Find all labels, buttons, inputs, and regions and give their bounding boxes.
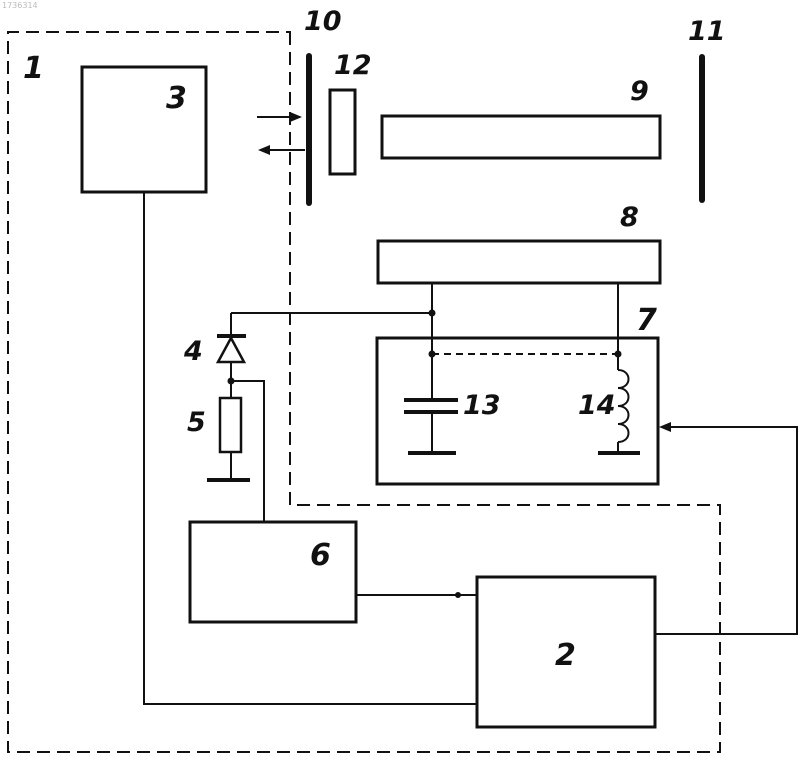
capacitor-13 [404, 354, 458, 453]
label-inductor-14: 14 [578, 390, 616, 421]
label-resistor-5: 5 [187, 407, 206, 438]
junction-dot [429, 310, 436, 317]
block-6 [190, 522, 356, 622]
label-element-12: 12 [334, 50, 372, 81]
label-bar-8: 8 [620, 202, 639, 233]
label-block-2: 2 [555, 638, 576, 673]
label-capacitor-13: 13 [463, 390, 501, 421]
arrow-left-icon [258, 145, 305, 155]
junction-dot [429, 351, 436, 358]
resistor-5 [207, 381, 250, 480]
label-unit-1: 1 [23, 51, 44, 86]
label-plate-10: 10 [304, 6, 342, 37]
wire-block3-to-block2 [144, 192, 477, 704]
label-plate-11: 11 [688, 16, 726, 47]
block-3 [82, 67, 206, 192]
arrow-right-icon [257, 112, 302, 122]
label-bar-9: 9 [630, 76, 649, 107]
element-12 [330, 90, 355, 174]
label-diode-4: 4 [183, 336, 203, 367]
label-block-3: 3 [166, 81, 187, 116]
diode-4 [217, 336, 246, 381]
arrow-left-icon [659, 422, 671, 432]
bar-9 [382, 116, 660, 158]
junction-dot [455, 592, 461, 598]
label-node-7: 7 [636, 303, 657, 338]
junction-dot [615, 351, 622, 358]
watermark-text: 1736314 [2, 1, 38, 10]
wire-block2-to-unit7 [655, 427, 797, 634]
bar-8 [378, 241, 660, 283]
label-block-6: 6 [310, 538, 331, 573]
